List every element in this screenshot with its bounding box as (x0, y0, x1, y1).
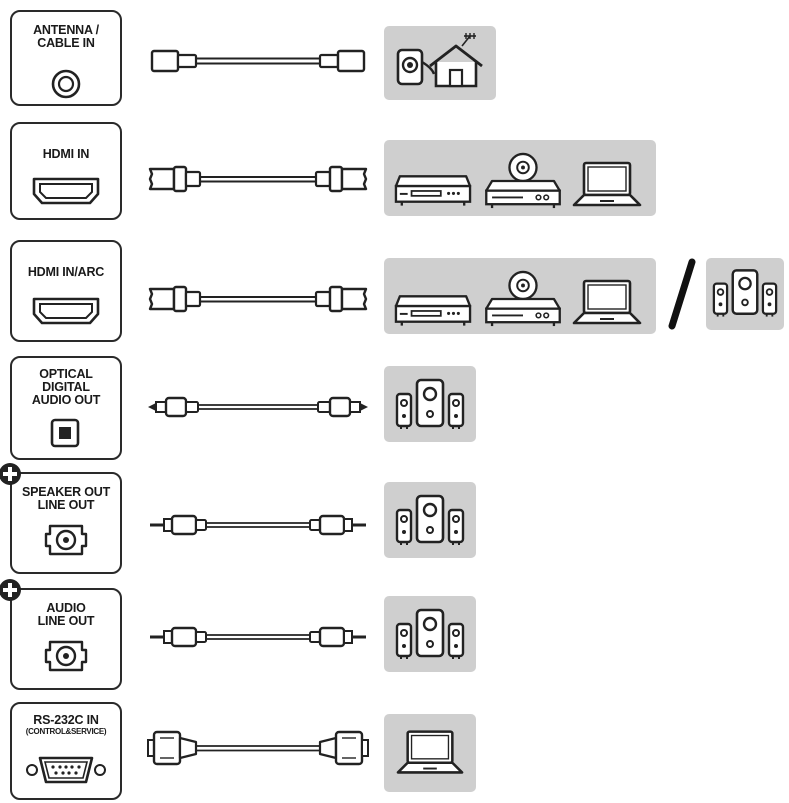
speaker-label-line1: SPEAKER OUT (21, 485, 111, 499)
speaker-port-label: SPEAKER OUT LINE OUT (12, 486, 120, 512)
plus-circle-icon (0, 462, 22, 486)
audio-label-line2: LINE OUT (37, 614, 95, 628)
laptop-icon (572, 278, 642, 328)
or-separator-slash-icon (668, 258, 696, 330)
antenna-device-panel (384, 26, 496, 100)
audio-device-panel (384, 596, 476, 672)
rs232-row: RS-232C IN (CONTROL&SERVICE) (0, 700, 789, 803)
hdmi-arc-audio-panel (706, 258, 784, 330)
rs232-label-line2: (CONTROL&SERVICE) (25, 727, 107, 736)
hdmi-arc-cable-icon (148, 285, 368, 313)
antenna-row: ANTENNA / CABLE IN (0, 0, 789, 110)
coax-cable-icon (150, 49, 366, 73)
wall-outlet-and-house-icon (396, 33, 483, 88)
hdmi-port-label: HDMI IN (12, 148, 120, 161)
antenna-port-card: ANTENNA / CABLE IN (10, 10, 122, 106)
optical-device-panel (384, 366, 476, 442)
antenna-label-line2: CABLE IN (37, 36, 95, 50)
audio-port-card: AUDIO LINE OUT (10, 588, 122, 690)
speaker-device-panel (384, 482, 476, 558)
hdmi-arc-jack-icon (32, 297, 100, 325)
audio-label-line1: AUDIO (46, 601, 86, 615)
antenna-port-label: ANTENNA / CABLE IN (12, 24, 120, 50)
set-top-box-icon (394, 172, 472, 208)
hdmi-cable-icon (148, 165, 368, 193)
speaker-port-card: SPEAKER OUT LINE OUT (10, 472, 122, 574)
audio-cable-icon (150, 626, 366, 648)
hdmi-arc-label-line1: HDMI IN/ARC (27, 265, 105, 279)
hdmi-arc-port-card: HDMI IN/ARC (10, 240, 122, 342)
coax-jack-icon (51, 69, 81, 99)
speaker-system-icon (395, 606, 465, 662)
laptop-icon (572, 160, 642, 210)
speaker-system-icon (712, 266, 778, 320)
optical-cable-icon (148, 396, 368, 418)
plus-circle-icon (0, 578, 22, 602)
optical-label-line2: DIGITAL (42, 380, 90, 394)
optical-port-label: OPTICAL DIGITAL AUDIO OUT (12, 368, 120, 407)
audio-port-label: AUDIO LINE OUT (12, 602, 120, 628)
disc-player-icon (484, 270, 562, 328)
serial-port-icon (26, 756, 106, 784)
optical-label-line3: AUDIO OUT (31, 393, 101, 407)
optical-row: OPTICAL DIGITAL AUDIO OUT (0, 352, 789, 462)
hdmi-arc-row: HDMI IN/ARC (0, 236, 789, 346)
serial-cable-icon (147, 730, 369, 766)
antenna-label-line1: ANTENNA / (33, 23, 99, 37)
laptop-icon (396, 728, 464, 778)
mini-jack-icon (44, 524, 88, 556)
set-top-box-icon (394, 292, 472, 328)
optical-label-line1: OPTICAL (39, 367, 93, 381)
hdmi-port-card: HDMI IN (10, 122, 122, 220)
rs232-port-card: RS-232C IN (CONTROL&SERVICE) (10, 702, 122, 800)
hdmi-jack-icon (32, 177, 100, 205)
hdmi-arc-port-label: HDMI IN/ARC (12, 266, 120, 279)
rs232-device-panel (384, 714, 476, 792)
speaker-system-icon (395, 492, 465, 548)
audio-row: AUDIO LINE OUT (0, 584, 789, 694)
rs232-label-line1: RS-232C IN (33, 713, 99, 727)
hdmi-arc-device-panel (384, 258, 656, 334)
hdmi-row: HDMI IN (0, 118, 789, 228)
mini-jack-icon (44, 640, 88, 672)
hdmi-label-line1: HDMI IN (42, 147, 90, 161)
hdmi-device-panel (384, 140, 656, 216)
optical-port-card: OPTICAL DIGITAL AUDIO OUT (10, 356, 122, 460)
speaker-system-icon (395, 376, 465, 432)
disc-player-icon (484, 152, 562, 210)
speaker-row: SPEAKER OUT LINE OUT (0, 468, 789, 578)
audio-cable-icon (150, 514, 366, 536)
rs232-port-label: RS-232C IN (CONTROL&SERVICE) (12, 714, 120, 737)
optical-jack-icon (50, 418, 80, 448)
speaker-label-line2: LINE OUT (37, 498, 95, 512)
